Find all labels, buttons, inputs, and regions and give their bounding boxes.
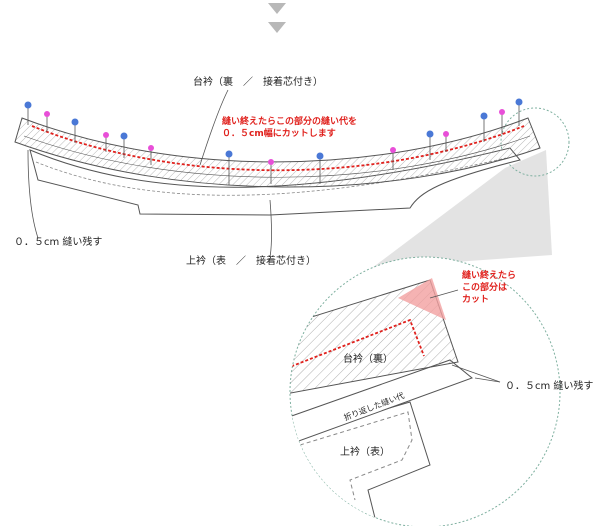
stand-collar: [14, 117, 541, 188]
zoom-stand-collar-label: 台衿（裏）: [343, 354, 393, 365]
leave-left-label: ０．５cm 縫い残す: [14, 237, 103, 248]
pins: [24, 98, 523, 185]
zoom-note-line3: カット: [462, 295, 490, 305]
cut-note-line1: 縫い終えたらこの部分の縫い代を: [222, 117, 358, 127]
down-arrows: [268, 3, 286, 33]
zoom-leaders: [429, 289, 501, 383]
upper-collar-label: 上衿（表 ／ 接着芯付き）: [186, 256, 316, 267]
zoom-upper-collar-label: 上衿（表）: [340, 447, 390, 458]
cut-area: [398, 278, 446, 320]
cut-note-line2: ０．５cm幅にカットします: [222, 129, 336, 139]
leave-right-label: ０．５cm 縫い残す: [505, 381, 594, 392]
zoom-source-circle: [500, 107, 570, 177]
stand-collar-label: 台衿（裏 ／ 接着芯付き）: [193, 77, 323, 88]
callout-wedge: [372, 150, 552, 268]
leader-lines: [27, 89, 272, 258]
zoom-note-line2: この部分は: [462, 283, 508, 293]
zoom-detail: [290, 278, 473, 526]
zoom-note-line1: 縫い終えたら: [462, 271, 517, 281]
